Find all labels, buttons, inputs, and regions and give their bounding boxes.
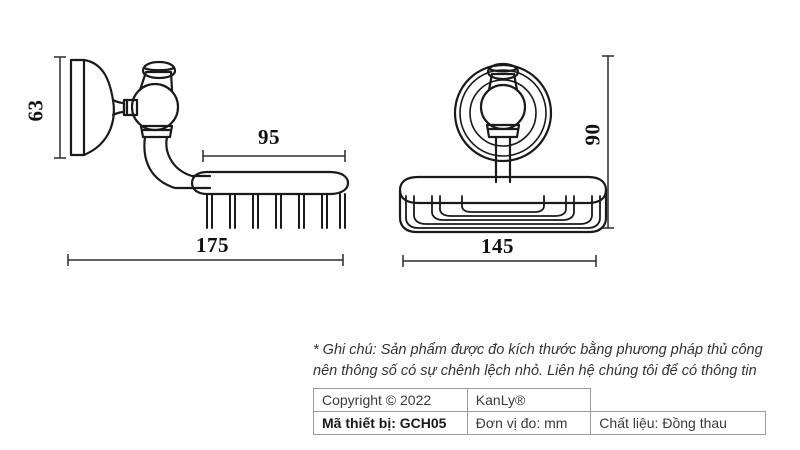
- dimension-label-175: 175: [196, 233, 229, 257]
- dimension-label-90: 90: [580, 123, 605, 146]
- dim-95: [202, 150, 346, 162]
- ball-bottom-collar: [139, 124, 174, 139]
- table-row: Copyright © 2022 KanLy®: [313, 388, 766, 412]
- dim-63: [54, 56, 66, 159]
- table-cell-device-code: Mã thiết bị: GCH05: [313, 411, 468, 435]
- front-basket-rim: [398, 175, 608, 205]
- front-basket-wire-2: [413, 195, 593, 225]
- basket-tray-profile: [190, 170, 350, 196]
- finial-cup: [138, 70, 174, 92]
- dim-145: [402, 255, 597, 267]
- front-stem: [494, 135, 512, 184]
- front-basket-wire-4: [439, 195, 567, 217]
- wall-plate: [69, 58, 86, 157]
- table-cell-brand: KanLy®: [466, 388, 592, 412]
- support-arm-outer: [143, 135, 212, 190]
- decorative-ball: [130, 82, 180, 132]
- front-decorative-ball: [479, 83, 527, 131]
- front-ball-collar: [485, 123, 521, 139]
- side-view-group: [69, 58, 350, 229]
- front-basket-body-outer: [398, 188, 608, 234]
- flange-dome: [82, 58, 115, 157]
- dimension-label-145: 145: [481, 234, 514, 258]
- front-basket-wire-5: [461, 195, 545, 213]
- front-view-group: [398, 62, 608, 234]
- table-row: Mã thiết bị: GCH05 Đơn vị đo: mm Chất li…: [313, 411, 766, 435]
- spec-table: Copyright © 2022 KanLy® Mã thiết bị: GCH…: [313, 388, 766, 435]
- front-finial-cap-line: [487, 67, 519, 73]
- table-cell-copyright: Copyright © 2022: [313, 388, 468, 412]
- front-finial-cup: [487, 72, 519, 92]
- front-basket-wire-3: [431, 195, 575, 221]
- dimension-label-63: 63: [23, 99, 48, 122]
- finial-cap: [141, 60, 177, 80]
- table-cell-empty: [591, 389, 766, 412]
- dim-175: [67, 254, 344, 266]
- table-cell-material: Chất liệu: Đồng thau: [590, 411, 766, 435]
- dimension-lines-group: [54, 55, 614, 267]
- note-block: * Ghi chú: Sản phẩm được đo kích thước b…: [313, 340, 775, 382]
- front-finial-cap: [486, 62, 520, 81]
- dim-90: [602, 55, 614, 229]
- dimension-label-95: 95: [258, 125, 280, 149]
- note-line-1: * Ghi chú: Sản phẩm được đo kích thước b…: [313, 342, 763, 358]
- note-line-2: nên thông số có sự chênh lệch nhỏ. Liên …: [313, 363, 757, 379]
- table-cell-unit: Đơn vị đo: mm: [466, 411, 592, 435]
- basket-wire-bars: [206, 193, 346, 229]
- rosette-mid-circle: [459, 69, 547, 157]
- support-arm-inner: [165, 135, 212, 178]
- front-basket-wire-1: [405, 195, 601, 229]
- finial-cap-line: [142, 66, 176, 72]
